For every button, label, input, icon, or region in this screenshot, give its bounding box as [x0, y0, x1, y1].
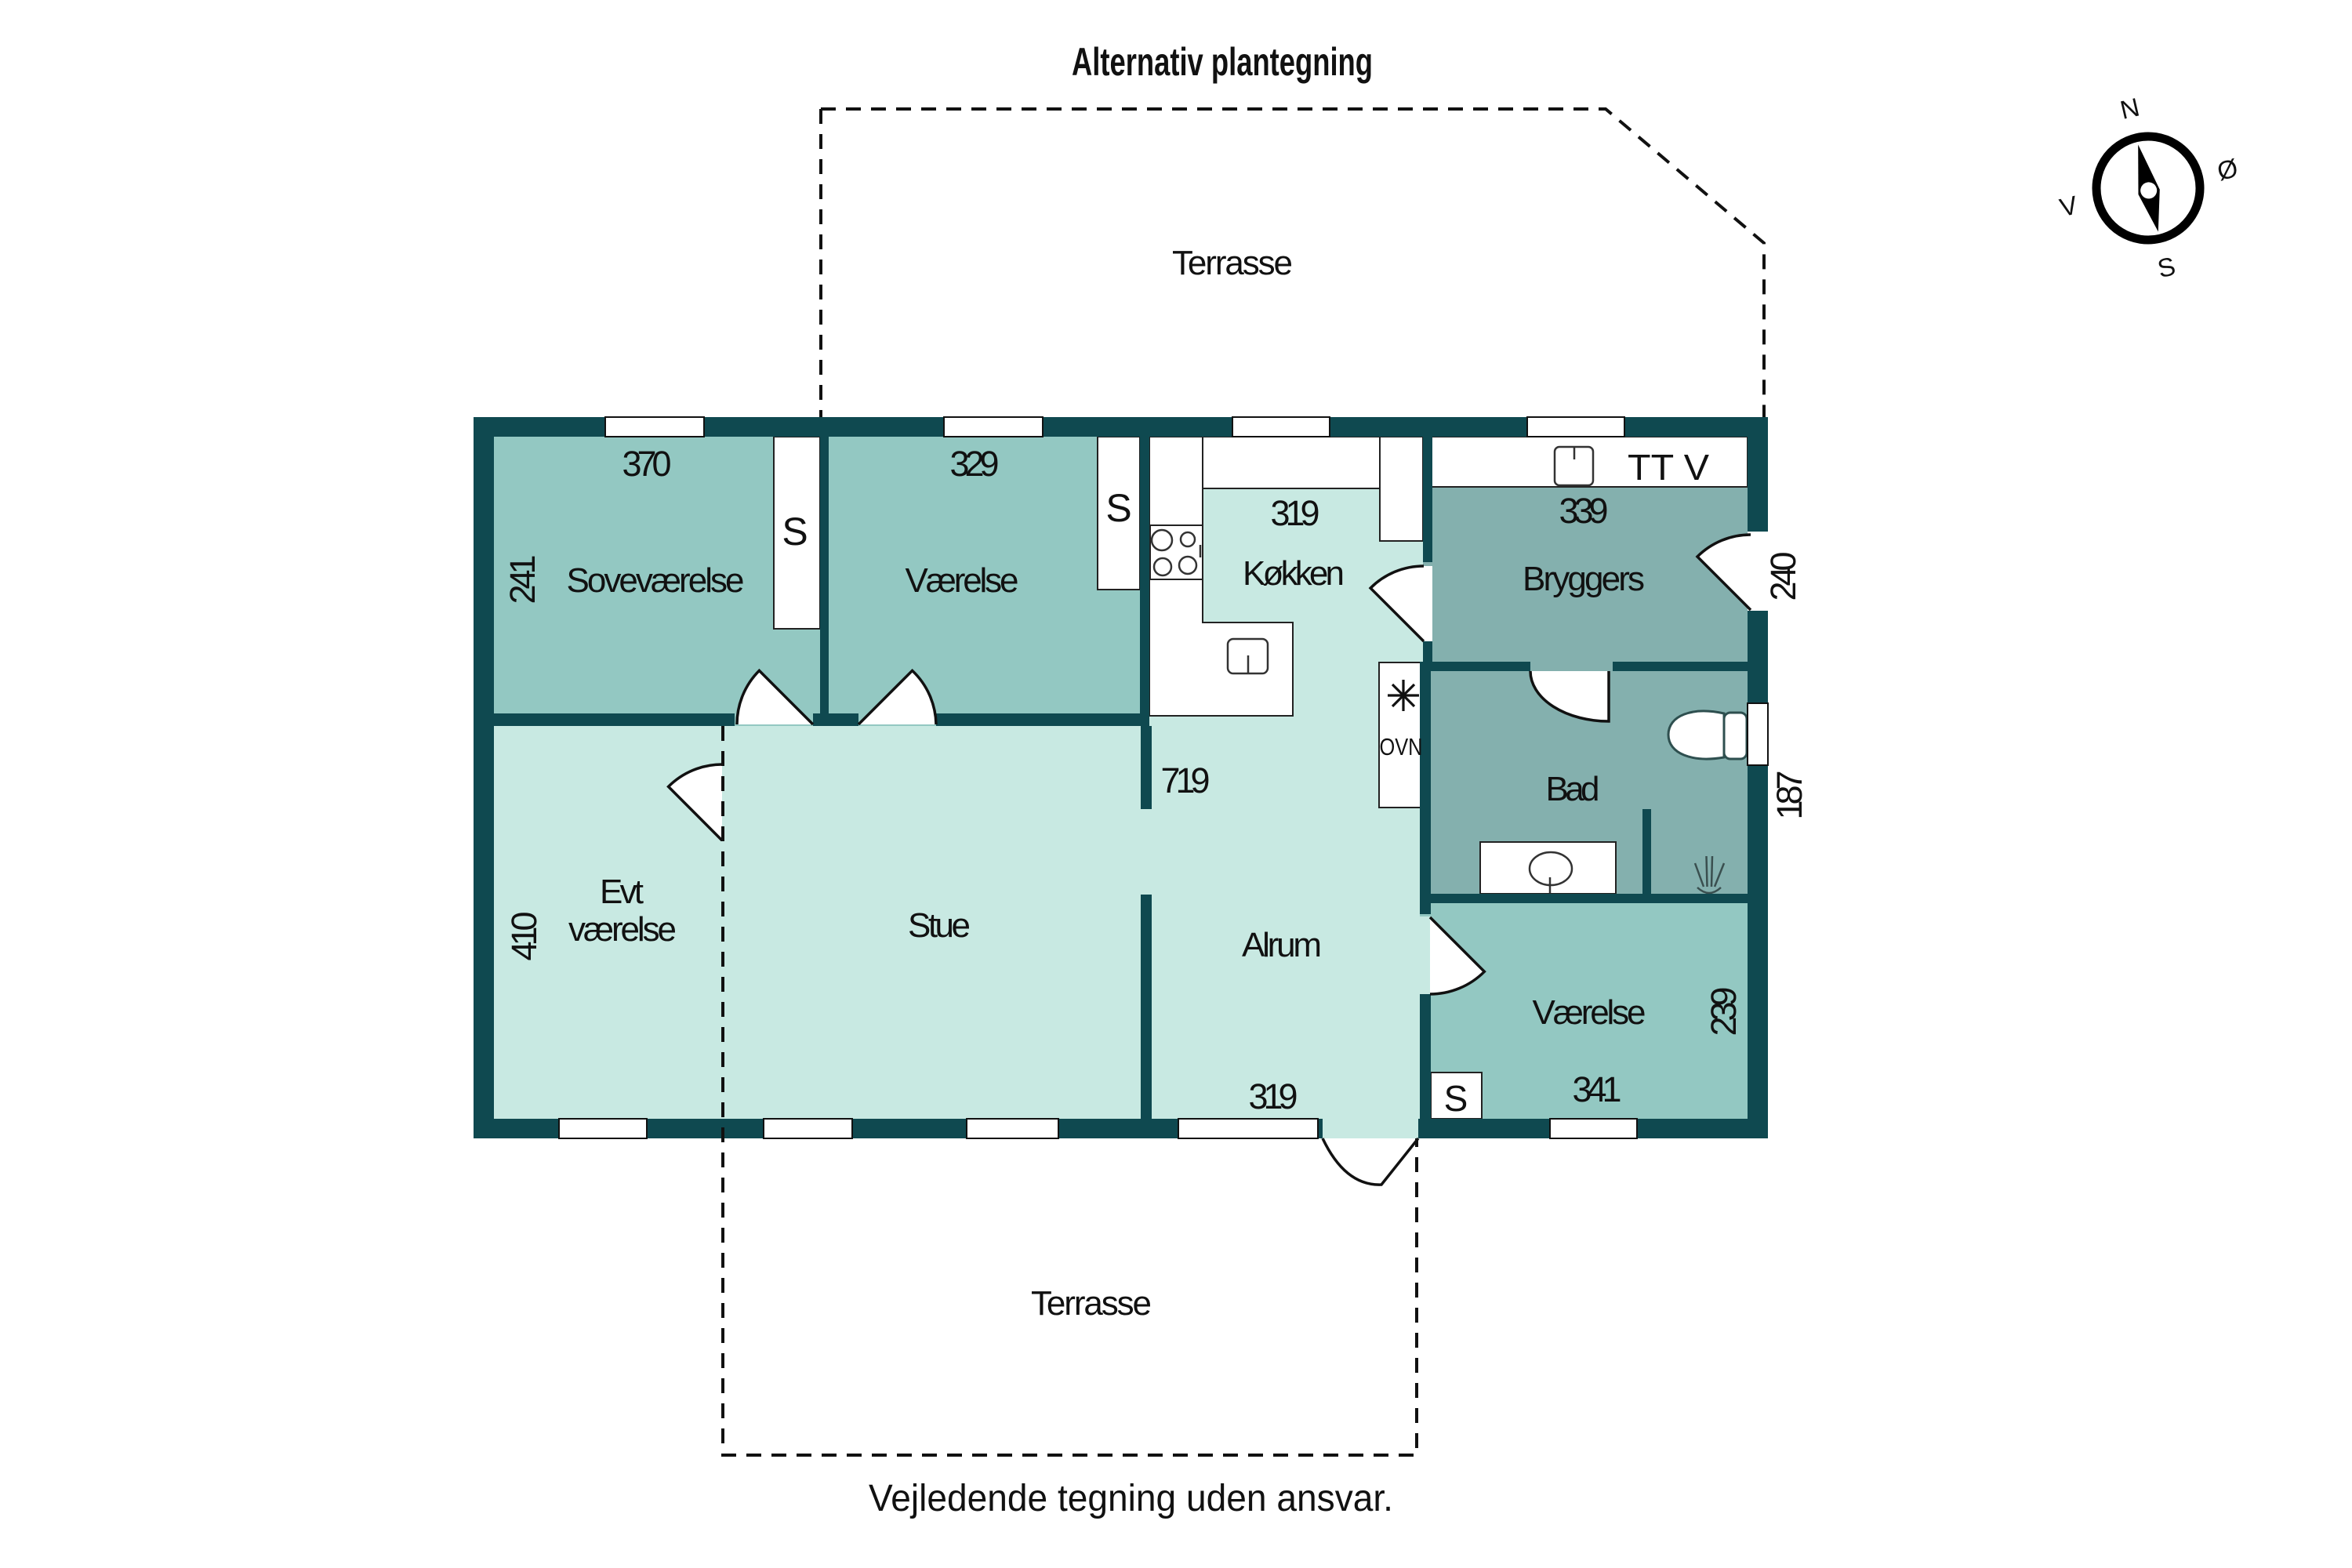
- svg-text:Bryggers: Bryggers: [1523, 560, 1645, 598]
- svg-text:Stue: Stue: [908, 906, 971, 945]
- svg-text:239: 239: [1704, 987, 1744, 1036]
- svg-text:Værelse: Værelse: [1533, 993, 1646, 1032]
- svg-text:Evt: Evt: [600, 873, 644, 911]
- svg-text:240: 240: [1763, 552, 1803, 601]
- svg-text:319: 319: [1271, 493, 1320, 533]
- svg-text:339: 339: [1559, 491, 1609, 531]
- svg-text:Soveværelse: Soveværelse: [567, 561, 745, 600]
- svg-text:Værelse: Værelse: [906, 561, 1019, 600]
- svg-text:319: 319: [1249, 1076, 1298, 1116]
- svg-text:S: S: [782, 510, 808, 554]
- svg-text:OVN: OVN: [1380, 733, 1423, 760]
- svg-text:187: 187: [1769, 771, 1809, 820]
- svg-text:Terrasse: Terrasse: [1172, 244, 1293, 282]
- svg-text:S: S: [1105, 486, 1131, 530]
- svg-text:Bad: Bad: [1546, 770, 1600, 808]
- svg-text:329: 329: [950, 444, 1000, 484]
- svg-text:241: 241: [503, 555, 543, 604]
- svg-text:Alrum: Alrum: [1242, 926, 1322, 964]
- svg-text:Alternativ plantegning: Alternativ plantegning: [1072, 40, 1373, 84]
- svg-text:Terrasse: Terrasse: [1031, 1284, 1152, 1323]
- svg-text:værelse: værelse: [568, 910, 677, 949]
- svg-text:S: S: [1444, 1078, 1468, 1119]
- svg-text:TT V: TT V: [1628, 447, 1709, 488]
- svg-text:341: 341: [1573, 1069, 1622, 1109]
- svg-text:Køkken: Køkken: [1243, 554, 1345, 593]
- svg-text:719: 719: [1161, 760, 1210, 800]
- svg-text:410: 410: [504, 912, 544, 961]
- svg-text:Vejledende tegning uden ansvar: Vejledende tegning uden ansvar.: [869, 1478, 1393, 1519]
- svg-text:370: 370: [622, 444, 672, 484]
